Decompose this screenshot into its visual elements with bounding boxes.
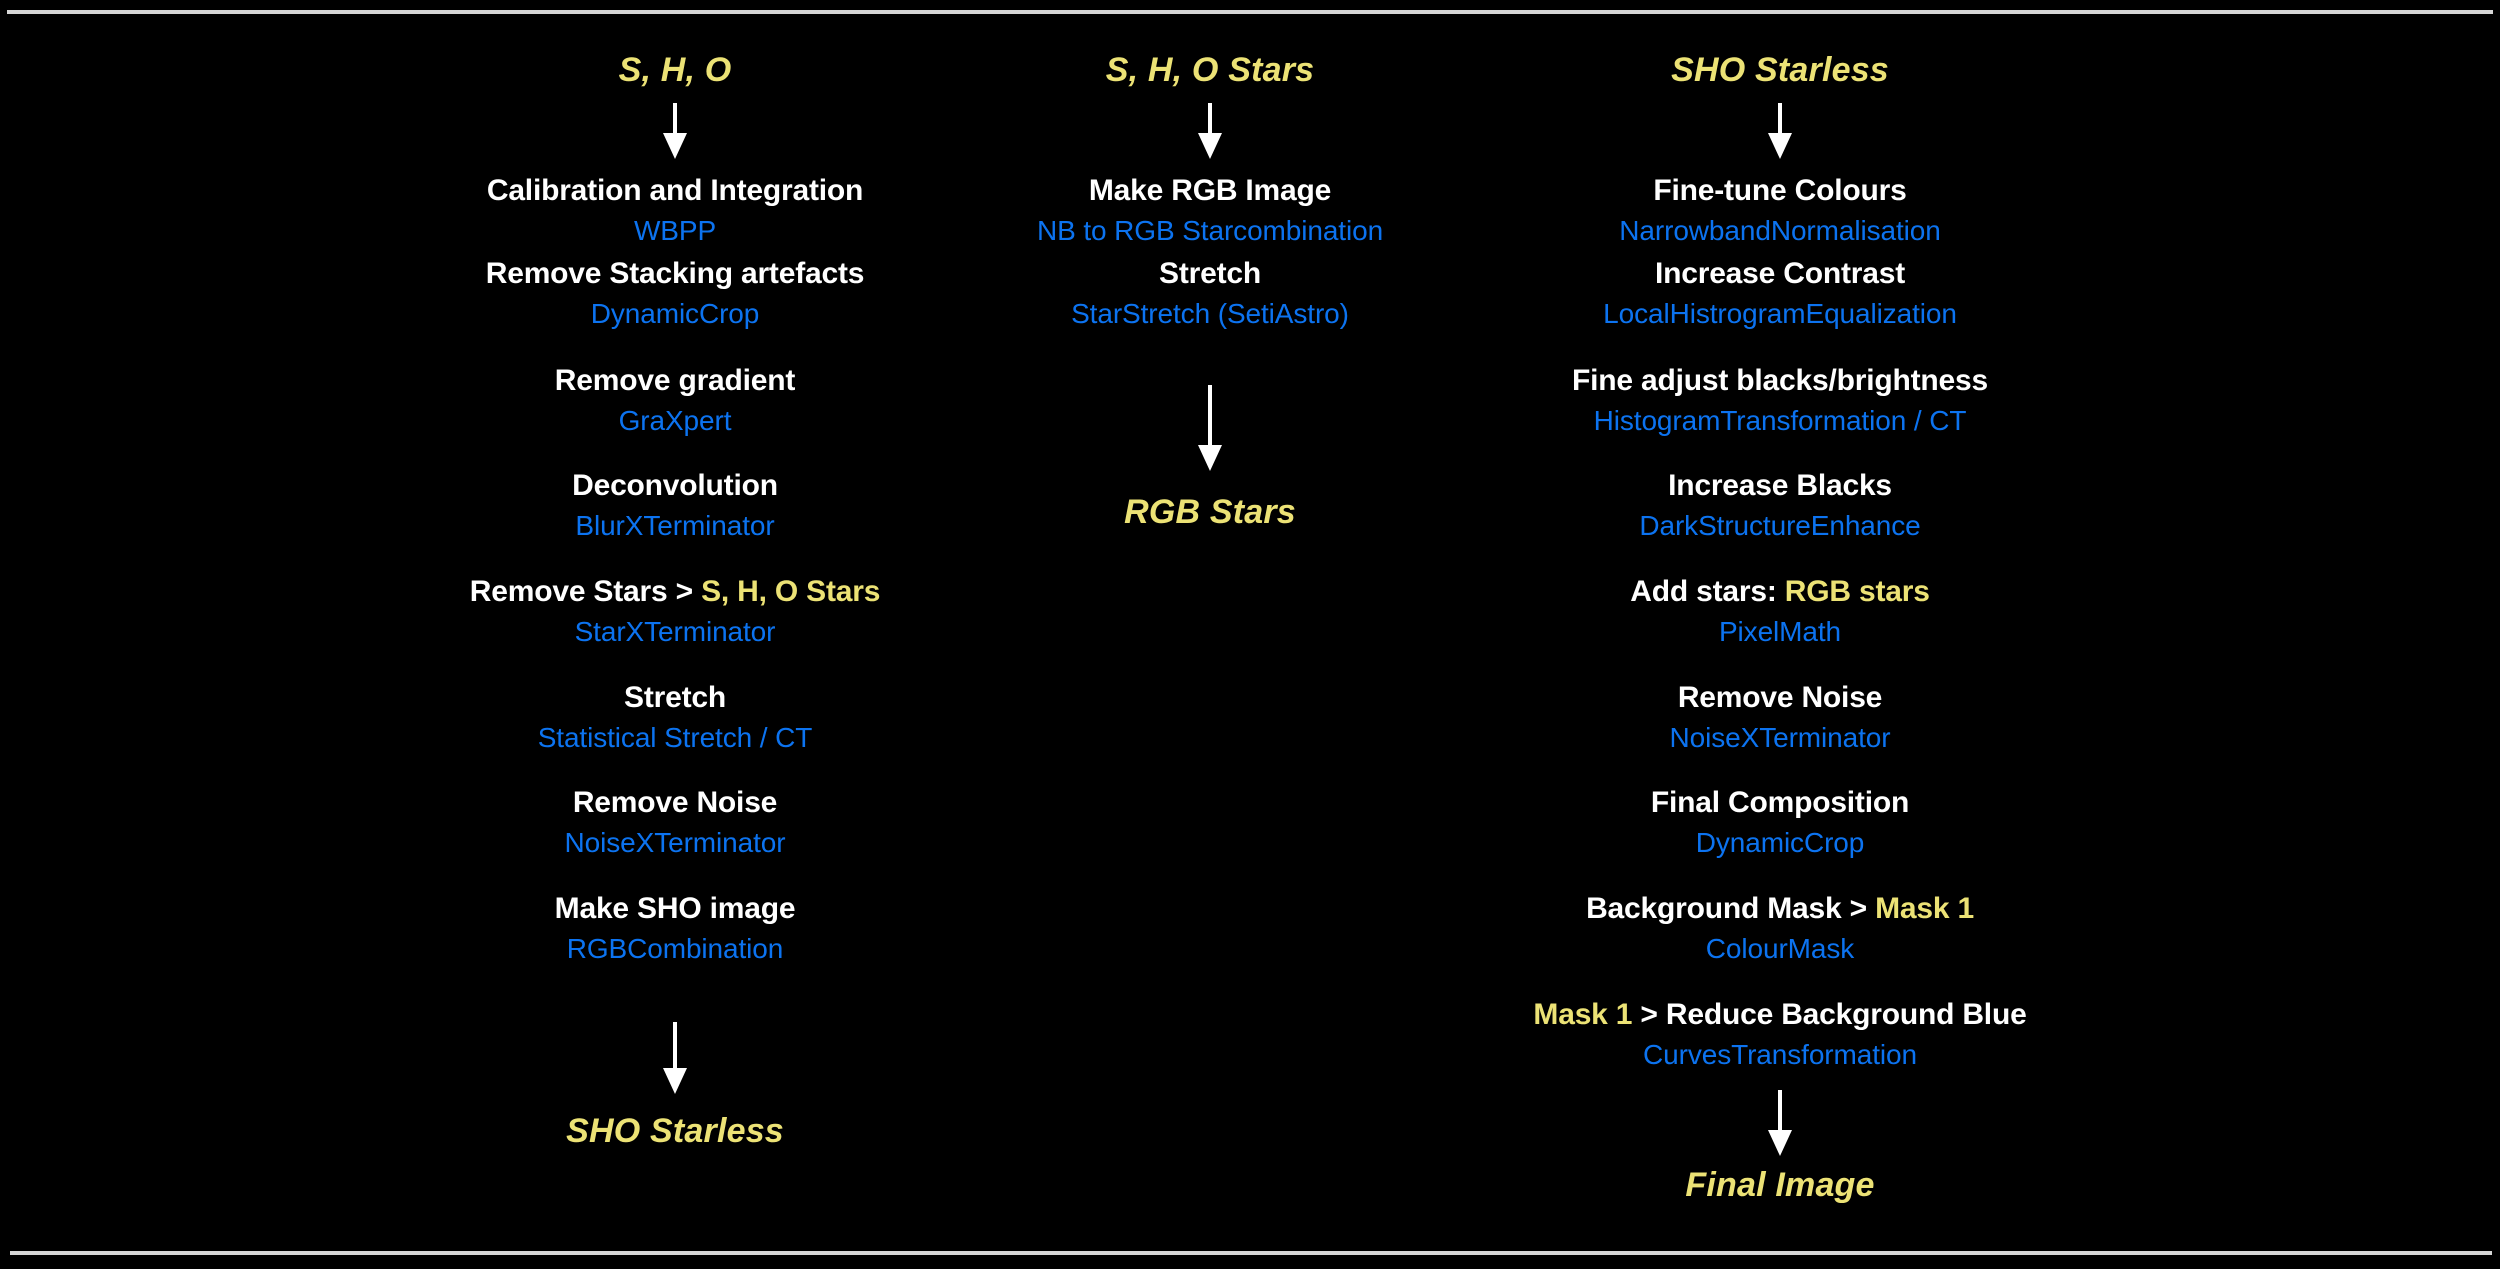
step-process: CurvesTransformation [1643, 1039, 1917, 1070]
step-process: BlurXTerminator [575, 510, 775, 541]
data-label-sho-stars-input: S, H, O Stars [1105, 51, 1315, 89]
data-ref-mask-1-source: Mask 1 [1533, 998, 1633, 1031]
step-process: WBPP [633, 215, 717, 246]
step-remove-stars: Remove Stars > S, H, O Stars StarXTermin… [375, 577, 975, 646]
step-title: Remove Stacking artefacts [485, 257, 865, 290]
top-divider-rule [7, 10, 2493, 14]
step-increase-blacks: Increase Blacks DarkStructureEnhance [1480, 471, 2080, 540]
step-remove-stacking-artefacts: Remove Stacking artefacts DynamicCrop [375, 259, 975, 328]
step-process: GraXpert [618, 405, 732, 436]
step-stretch: Stretch Statistical Stretch / CT [375, 683, 975, 752]
step-process: NoiseXTerminator [1669, 722, 1891, 753]
data-label-sho-input: S, H, O [618, 51, 732, 89]
step-process: Statistical Stretch / CT [537, 722, 813, 753]
step-make-sho-image: Make SHO image RGBCombination [375, 894, 975, 963]
step-add-stars: Add stars: RGB stars PixelMath [1480, 577, 2080, 646]
step-title: Add stars: RGB stars [1480, 577, 2080, 607]
step-title: Background Mask > Mask 1 [1480, 894, 2080, 924]
step-process: NoiseXTerminator [564, 827, 786, 858]
step-title: Increase Contrast [1654, 257, 1906, 290]
step-remove-noise-final: Remove Noise NoiseXTerminator [1480, 683, 2080, 752]
step-background-mask: Background Mask > Mask 1 ColourMask [1480, 894, 2080, 963]
bottom-divider-rule [10, 1251, 2492, 1255]
step-process: LocalHistrogramEqualization [1603, 298, 1957, 329]
step-title: Increase Blacks [1668, 469, 1892, 502]
data-ref-mask-1: Mask 1 [1875, 892, 1974, 925]
step-process: ColourMask [1705, 933, 1855, 964]
step-title: Deconvolution [572, 469, 778, 502]
step-title: Fine adjust blacks/brightness [1572, 364, 1988, 397]
step-process: StarStretch (SetiAstro) [1071, 298, 1349, 329]
arrow-down-icon [655, 1022, 695, 1094]
step-reduce-background-blue: Mask 1 > Reduce Background Blue CurvesTr… [1480, 1000, 2080, 1069]
arrow-down-icon [655, 103, 695, 159]
step-title: Mask 1 > Reduce Background Blue [1480, 1000, 2080, 1030]
step-process: DarkStructureEnhance [1639, 510, 1921, 541]
step-deconvolution: Deconvolution BlurXTerminator [375, 471, 975, 540]
arrow-down-icon [1190, 385, 1230, 471]
step-title-text: Add stars: [1630, 575, 1785, 608]
step-title: Make SHO image [554, 892, 796, 925]
data-label-sho-starless-output: SHO Starless [566, 1112, 784, 1150]
arrow-down-icon [1760, 103, 1800, 159]
step-fine-tune-colours: Fine-tune Colours NarrowbandNormalisatio… [1480, 176, 2080, 245]
step-process: NB to RGB Starcombination [1036, 215, 1384, 246]
arrow-down-icon [1190, 103, 1230, 159]
step-title: Stretch [624, 681, 726, 714]
data-ref-sho-stars: S, H, O Stars [701, 575, 881, 608]
data-label-sho-starless-input: SHO Starless [1671, 51, 1889, 89]
step-title: Remove Stars > S, H, O Stars [375, 577, 975, 607]
step-process: StarXTerminator [574, 616, 776, 647]
data-ref-rgb-stars: RGB stars [1784, 575, 1930, 608]
step-title: Fine-tune Colours [1653, 174, 1907, 207]
step-title: Remove Noise [1677, 681, 1883, 714]
step-process: DynamicCrop [590, 298, 760, 329]
step-title-text: Background Mask > [1586, 892, 1876, 925]
step-title: Final Composition [1650, 786, 1910, 819]
step-title: Stretch [1159, 257, 1261, 290]
step-title: Remove Noise [572, 786, 778, 819]
step-process: PixelMath [1718, 616, 1842, 647]
arrow-down-icon [1760, 1090, 1800, 1156]
step-process: RGBCombination [566, 933, 784, 964]
step-increase-contrast: Increase Contrast LocalHistrogramEqualiz… [1480, 259, 2080, 328]
step-remove-gradient: Remove gradient GraXpert [375, 366, 975, 435]
step-title-text: > Reduce Background Blue [1632, 998, 2027, 1031]
step-title-text: Remove Stars > [469, 575, 702, 608]
step-process: NarrowbandNormalisation [1619, 215, 1941, 246]
step-title: Calibration and Integration [486, 174, 864, 207]
step-calibration-and-integration: Calibration and Integration WBPP [375, 176, 975, 245]
step-make-rgb-image: Make RGB Image NB to RGB Starcombination [910, 176, 1510, 245]
step-title: Remove gradient [554, 364, 796, 397]
step-remove-noise: Remove Noise NoiseXTerminator [375, 788, 975, 857]
step-process: HistogramTransformation / CT [1593, 405, 1967, 436]
step-stretch-stars: Stretch StarStretch (SetiAstro) [910, 259, 1510, 328]
step-final-composition: Final Composition DynamicCrop [1480, 788, 2080, 857]
data-label-final-image-output: Final Image [1685, 1166, 1875, 1204]
step-title: Make RGB Image [1088, 174, 1332, 207]
step-fine-adjust-blacks-brightness: Fine adjust blacks/brightness HistogramT… [1480, 366, 2080, 435]
data-label-rgb-stars-output: RGB Stars [1124, 493, 1296, 531]
step-process: DynamicCrop [1695, 827, 1865, 858]
